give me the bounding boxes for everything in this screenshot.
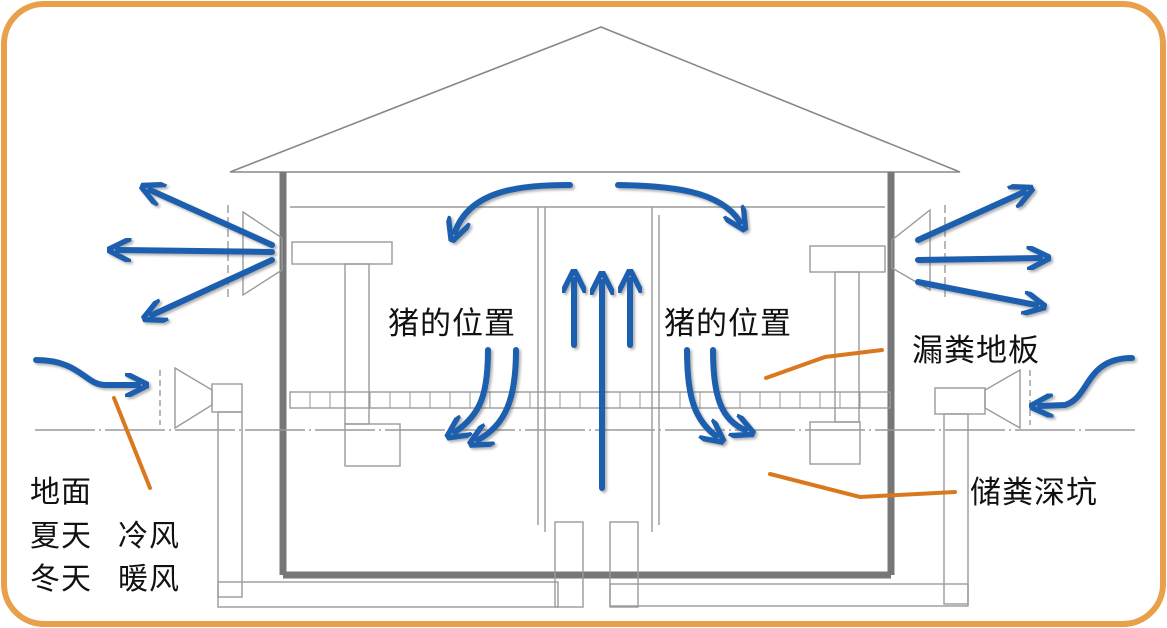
pointer-ground — [112, 396, 152, 490]
summer-label: 夏天 — [30, 519, 92, 554]
building-walls — [279, 172, 895, 579]
pig-position-label-left: 猪的位置 — [388, 306, 516, 342]
inlet-arrow-left — [33, 357, 138, 385]
manure-pit-label: 储粪深坑 — [970, 475, 1098, 511]
down-arrow-right-b — [710, 347, 745, 430]
slatted-floor-label: 漏粪地板 — [912, 333, 1040, 369]
airflow-arrows — [33, 182, 1135, 491]
ceiling-arrow-left — [455, 182, 573, 232]
roof — [229, 26, 961, 173]
down-arrow-left-a — [455, 347, 491, 432]
ground-label: 地面 — [30, 475, 92, 510]
inlet-arrow-right — [1040, 355, 1135, 406]
down-arrow-left-b — [478, 347, 519, 440]
warm-wind-label: 暖风 — [118, 562, 180, 597]
exhaust-arrow-right-mid — [915, 258, 1040, 260]
cold-wind-label: 冷风 — [118, 519, 180, 554]
down-arrow-right-a — [684, 347, 716, 436]
exhaust-arrow-left-down — [152, 257, 275, 315]
exhaust-arrow-right-up — [915, 192, 1024, 243]
exhaust-arrow-left-up — [150, 190, 275, 248]
exhaust-arrow-left-mid — [118, 250, 275, 252]
pointer-slatted-floor — [764, 348, 884, 380]
pointer-lines — [112, 348, 957, 500]
ceiling-arrow-right — [615, 182, 740, 222]
winter-label: 冬天 — [30, 562, 92, 597]
pig-position-label-right: 猪的位置 — [664, 306, 792, 342]
interior-structure — [35, 205, 1135, 608]
exhaust-arrow-right-down — [915, 279, 1036, 305]
pointer-manure-pit — [768, 472, 957, 500]
